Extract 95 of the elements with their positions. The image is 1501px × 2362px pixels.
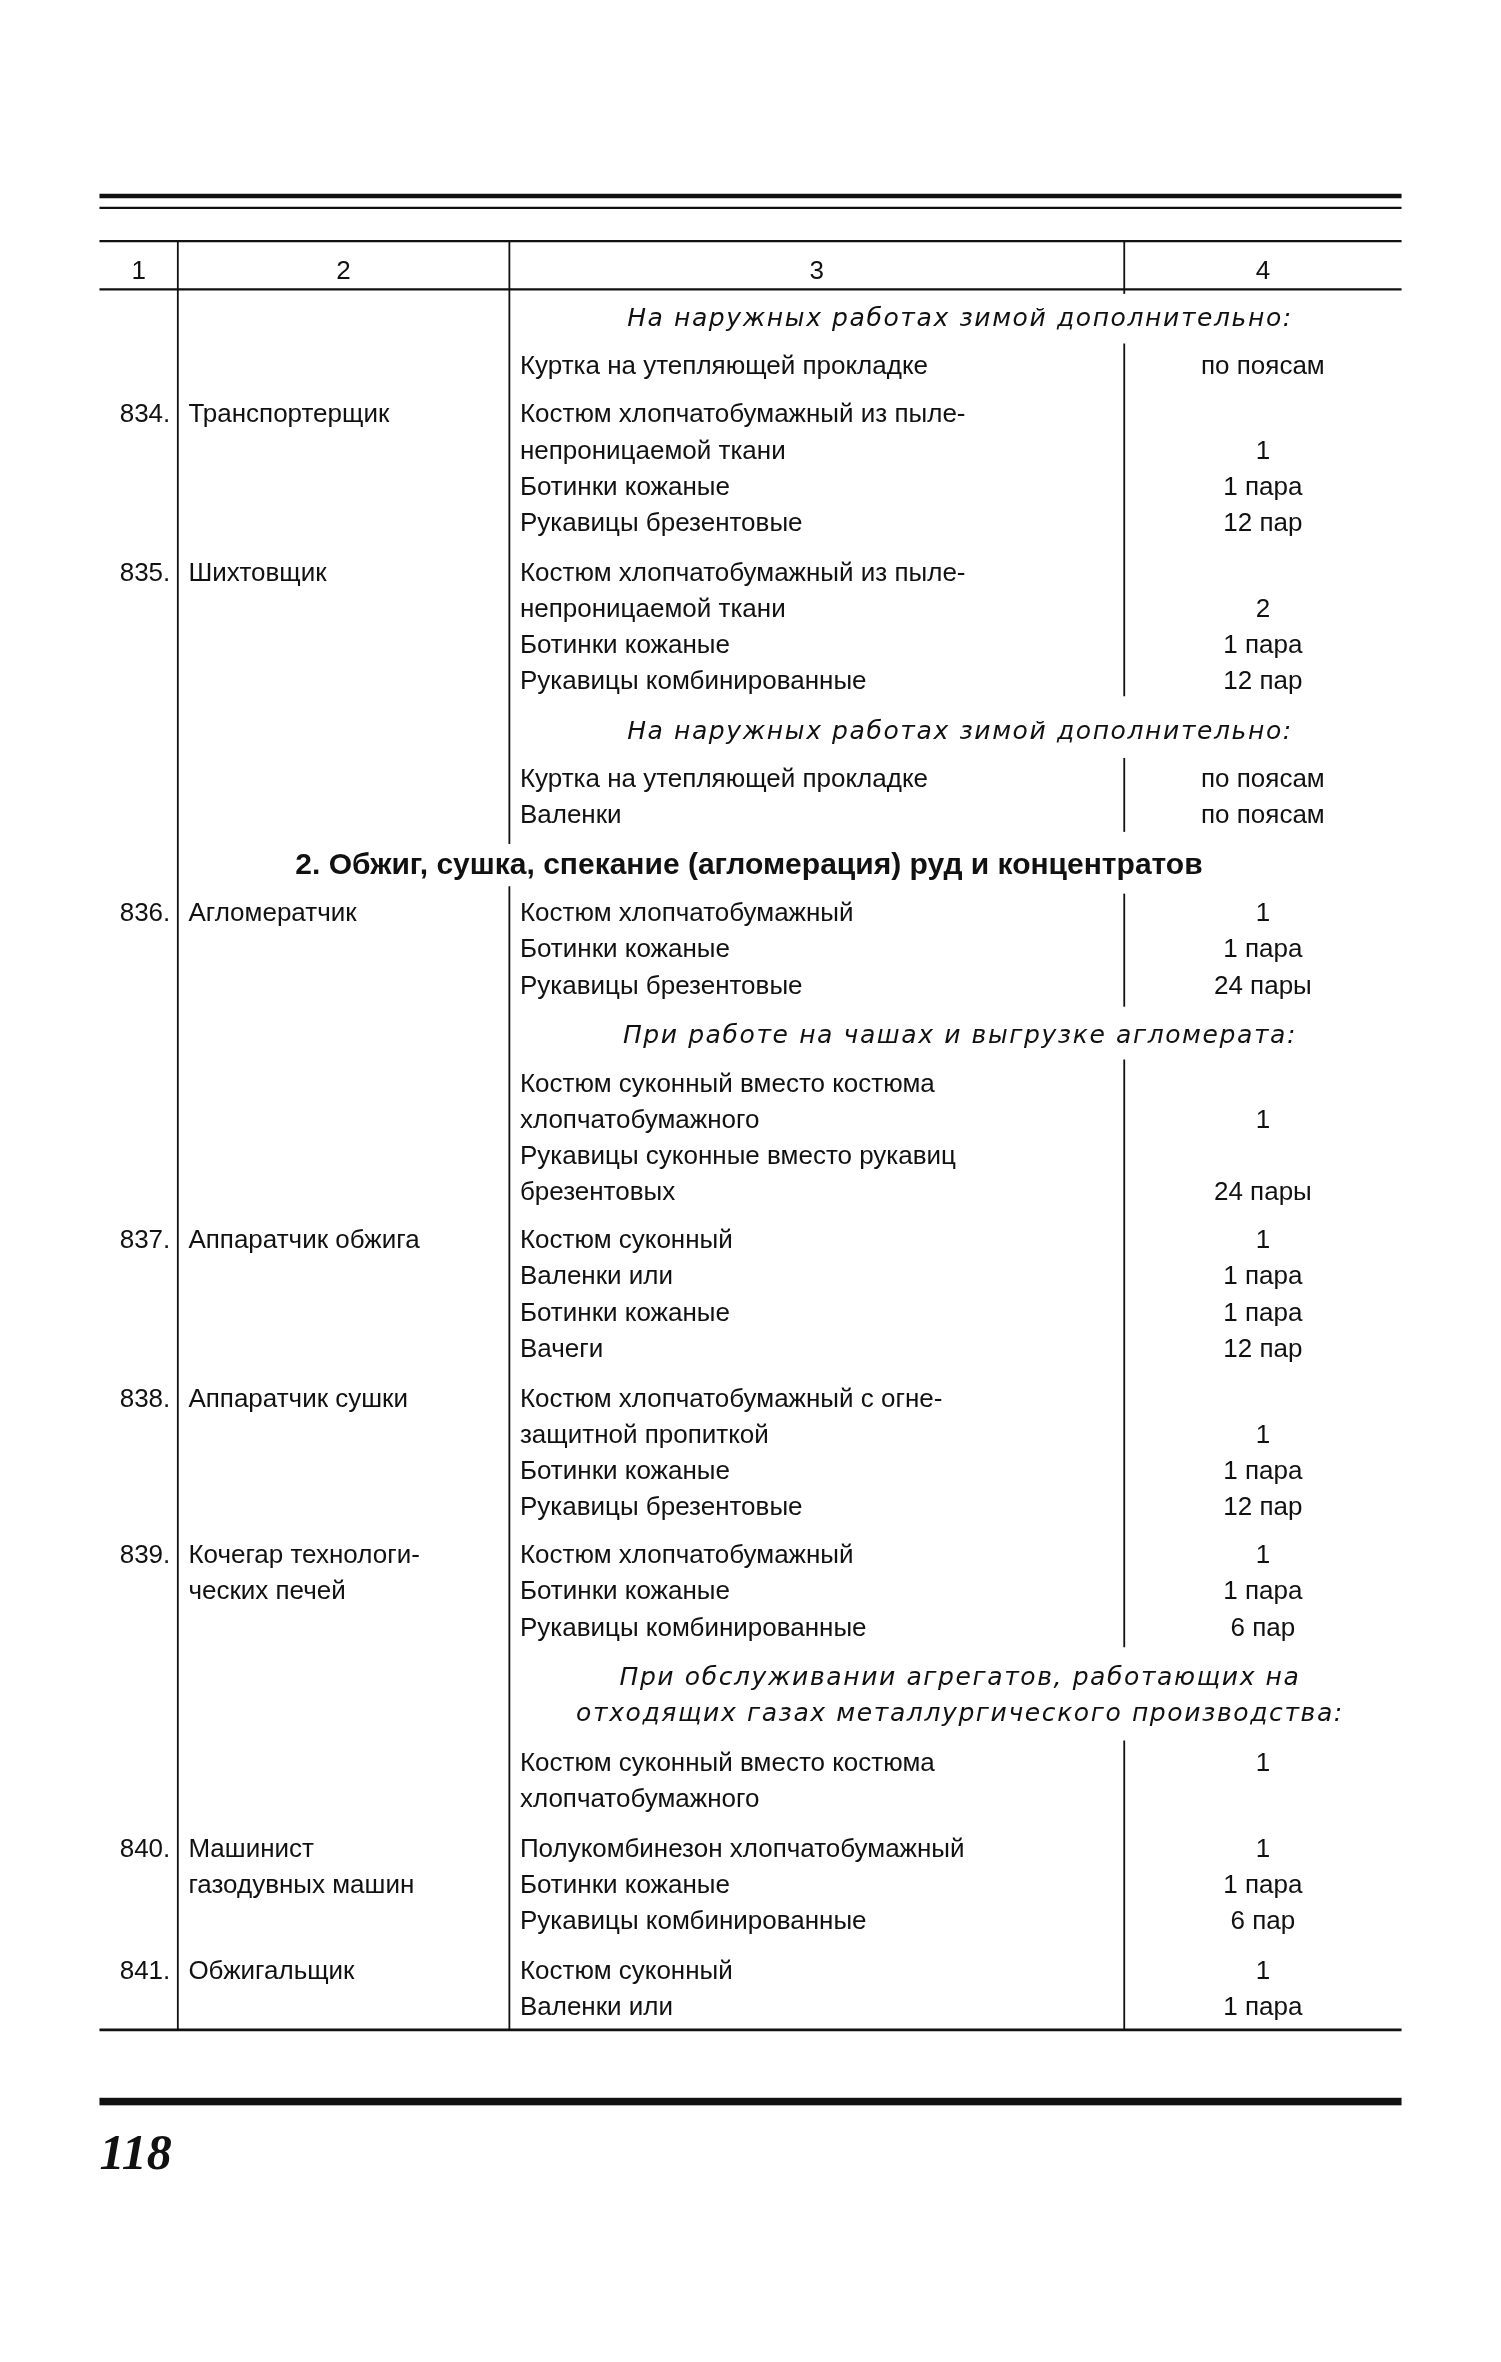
issue-quantity: по поясам <box>1201 763 1325 795</box>
section-heading: 2. Обжиг, сушка, спекание (агломерация) руд и концентратов <box>295 845 1203 882</box>
issue-quantity: 6 пар <box>1230 1905 1296 1938</box>
clothing-item: Костюм хлопчатобумажный из пыле- <box>519 398 966 430</box>
clothing-item: Костюм хлопчатобумажный из пыле- <box>519 557 966 589</box>
issue-quantity: 24 пары <box>1213 970 1312 1002</box>
issue-quantity: 12 пар <box>1223 665 1303 697</box>
column-header: 3 <box>809 255 825 287</box>
clothing-item: Костюм суконный <box>519 1955 733 1987</box>
clothing-item: Рукавицы суконные вместо рукавиц <box>519 1140 956 1172</box>
issue-quantity: по поясам <box>1201 350 1325 382</box>
clothing-item: Костюм суконный вместо костюма <box>519 1067 935 1100</box>
clothing-item: хлопчатобумажного <box>519 1104 760 1136</box>
profession-name: Агломератчик <box>188 897 357 929</box>
clothing-item: Валенки или <box>519 1991 674 2023</box>
issue-quantity: 1 <box>1255 435 1271 467</box>
issue-quantity: по поясам <box>1201 799 1325 831</box>
clothing-item: Костюм хлопчатобумажный <box>519 1539 854 1571</box>
clothing-item: Вачеги <box>519 1333 604 1365</box>
issue-quantity: 1 пара <box>1223 1260 1303 1293</box>
italic-note: отходящих газах металлургического производства: <box>576 1698 1344 1729</box>
clothing-item: Костюм суконный вместо костюма <box>519 1747 935 1779</box>
profession-name: Кочегар технологи- <box>188 1539 420 1571</box>
row-number: 836. <box>119 897 171 929</box>
clothing-item: Ботинки кожаные <box>519 1297 730 1329</box>
italic-note: При обслуживании агрегатов, работающих на <box>619 1662 1301 1693</box>
row-number: 840. <box>119 1833 171 1865</box>
row-number: 841. <box>119 1955 171 1987</box>
clothing-item: Рукавицы комбинированные <box>519 1905 867 1938</box>
profession-name: Транспортерщик <box>188 398 390 430</box>
clothing-item: Куртка на утепляющей прокладке <box>519 763 929 795</box>
issue-quantity: 1 <box>1255 1224 1271 1256</box>
clothing-item: Куртка на утепляющей прокладке <box>519 350 929 382</box>
clothing-item: Ботинки кожаные <box>519 1455 730 1487</box>
issue-quantity: 24 пары <box>1213 1176 1312 1208</box>
issue-quantity: 1 <box>1255 1833 1271 1865</box>
issue-quantity: 6 пар <box>1230 1612 1296 1644</box>
issue-quantity: 1 <box>1255 1747 1271 1779</box>
profession-name: Аппаратчик обжига <box>188 1224 420 1256</box>
profession-name: ческих печей <box>188 1575 346 1607</box>
issue-quantity: 1 <box>1255 1955 1271 1987</box>
row-number: 834. <box>119 398 171 430</box>
clothing-item: Полукомбинезон хлопчатобумажный <box>519 1833 965 1865</box>
profession-name: Машинист <box>188 1833 314 1865</box>
clothing-item: Валенки <box>519 799 622 831</box>
clothing-item: брезентовых <box>519 1176 676 1208</box>
page-number: 118 <box>99 2123 172 2183</box>
issue-quantity: 1 пара <box>1223 1869 1303 1901</box>
row-number: 837. <box>119 1224 171 1256</box>
issue-quantity: 1 <box>1255 1539 1271 1571</box>
issue-quantity: 1 пара <box>1223 1455 1303 1487</box>
clothing-item: непроницаемой ткани <box>519 435 786 467</box>
issue-quantity: 1 <box>1255 1419 1271 1451</box>
column-header: 1 <box>131 255 146 287</box>
profession-name: Шихтовщик <box>188 557 327 589</box>
clothing-item: Рукавицы комбинированные <box>519 1612 867 1644</box>
row-number: 839. <box>119 1539 171 1571</box>
issue-quantity: 1 пара <box>1223 1297 1303 1329</box>
issue-quantity: 12 пар <box>1223 1491 1303 1523</box>
clothing-item: Ботинки кожаные <box>519 1869 730 1901</box>
issue-quantity: 1 пара <box>1223 1575 1303 1607</box>
clothing-item: Ботинки кожаные <box>519 629 730 661</box>
clothing-item: Рукавицы брезентовые <box>519 1491 803 1523</box>
profession-name: газодувных машин <box>188 1869 415 1901</box>
profession-name: Аппаратчик сушки <box>188 1382 409 1415</box>
issue-quantity: 1 <box>1255 897 1271 929</box>
clothing-item: защитной пропиткой <box>519 1419 769 1451</box>
column-header: 2 <box>336 255 351 287</box>
clothing-item: Костюм хлопчатобумажный <box>519 897 854 929</box>
profession-name: Обжигальщик <box>188 1955 355 1987</box>
issue-quantity: 12 пар <box>1223 507 1303 539</box>
clothing-item: Ботинки кожаные <box>519 471 730 503</box>
row-number: 838. <box>119 1382 171 1415</box>
clothing-item: Валенки или <box>519 1260 674 1293</box>
clothing-item: Ботинки кожаные <box>519 1575 730 1607</box>
issue-quantity: 1 пара <box>1223 629 1303 661</box>
clothing-item: непроницаемой ткани <box>519 593 786 625</box>
clothing-item: Рукавицы брезентовые <box>519 970 803 1002</box>
italic-note: При работе на чашах и выгрузке агломерата: <box>622 1020 1298 1051</box>
italic-note: На наружных работах зимой дополнительно: <box>627 302 1293 333</box>
clothing-item: Костюм хлопчатобумажный с огне- <box>519 1382 943 1415</box>
issue-quantity: 1 пара <box>1223 933 1303 965</box>
issue-quantity: 1 пара <box>1223 1991 1303 2023</box>
clothing-item: Костюм суконный <box>519 1224 733 1256</box>
clothing-item: Рукавицы брезентовые <box>519 507 803 539</box>
issue-quantity: 1 <box>1255 1104 1271 1136</box>
issue-quantity: 12 пар <box>1223 1333 1303 1365</box>
clothing-item: Ботинки кожаные <box>519 933 730 965</box>
italic-note: На наружных работах зимой дополнительно: <box>627 715 1293 746</box>
clothing-item: Рукавицы комбинированные <box>519 665 867 697</box>
issue-quantity: 1 пара <box>1223 471 1303 503</box>
column-header: 4 <box>1255 255 1271 287</box>
row-number: 835. <box>119 557 171 589</box>
clothing-item: хлопчатобумажного <box>519 1783 760 1815</box>
issue-quantity: 2 <box>1255 593 1271 625</box>
